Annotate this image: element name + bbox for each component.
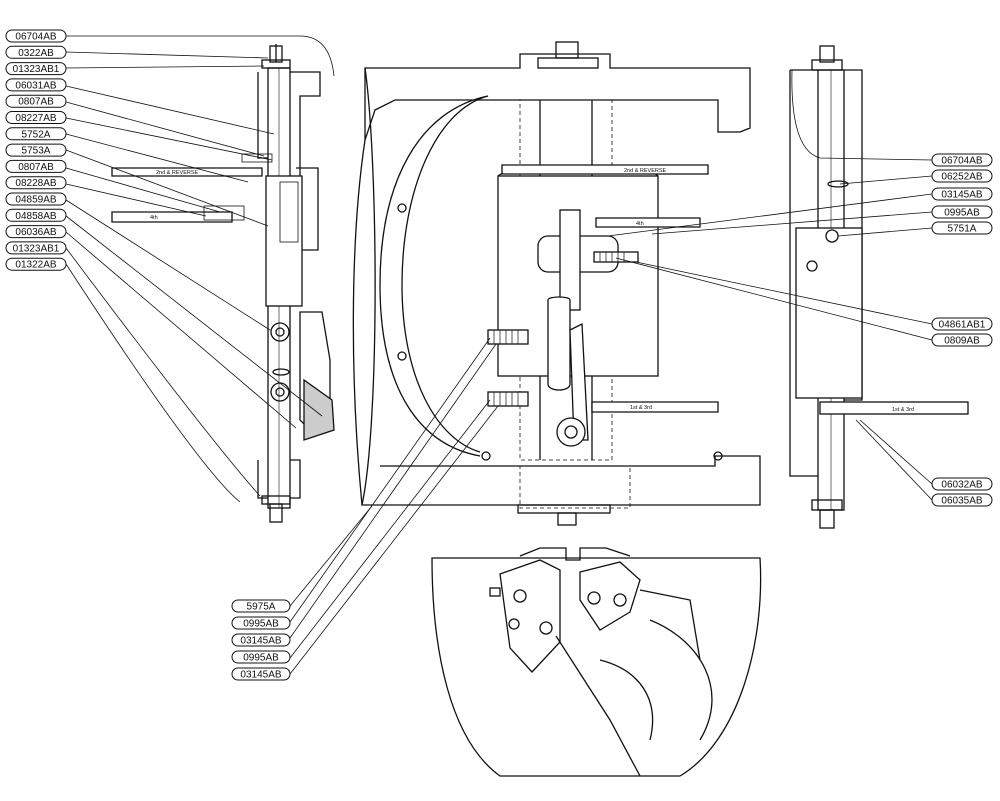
callout-tag-frame xyxy=(931,317,993,331)
callout-tag-left-14: 01322AB xyxy=(15,260,56,271)
callout-tag-frame xyxy=(5,94,67,108)
callout-tag-left-0: 06704AB xyxy=(15,32,56,43)
callout-tag-frame xyxy=(931,333,993,347)
center-rail-label-reverse: 2nd & REVERSE xyxy=(624,168,667,174)
right-rail-label-first: 1st & 3rd xyxy=(892,407,914,413)
callout-tag-frame xyxy=(5,241,67,255)
callout-tag-left-7: 5753A xyxy=(22,146,51,157)
right-callout-tags: 06704AB 06252AB 03145AB 0995AB 5751A 04861AB1… xyxy=(931,153,993,507)
callout-tag-bottom-4: 03145AB xyxy=(240,670,281,681)
left-callout-tags: 06704AB 0322AB 01323AB1 06031AB 0807AB 08227A… xyxy=(5,29,67,271)
center-rail-label-fourth: 4th xyxy=(636,221,644,227)
callout-tag-left-1: 0322AB xyxy=(18,48,54,59)
callout-tag-left-12: 06036AB xyxy=(15,227,56,238)
callout-tag-frame xyxy=(231,616,291,630)
callout-tag-frame xyxy=(931,477,993,491)
callout-tag-left-6: 5752A xyxy=(22,129,51,140)
callout-tag-right-4: 5751A xyxy=(948,224,977,235)
callout-tag-frame xyxy=(931,221,993,235)
callout-tag-left-9: 08228AB xyxy=(15,178,56,189)
callout-tag-frame xyxy=(5,176,67,190)
left-rail-label-fourth: 4th xyxy=(150,215,158,221)
leader-lines xyxy=(65,35,933,675)
center-rail-label-first: 1st & 3rd xyxy=(630,405,652,411)
callout-tag-left-3: 06031AB xyxy=(15,80,56,91)
center-housing-view: 2nd & REVERSE 4th 1st & 3rd xyxy=(352,41,761,526)
callout-tag-bottom-1: 0995AB xyxy=(243,619,279,630)
left-rail-label-reverse: 2nd & REVERSE xyxy=(156,170,199,176)
callout-tag-frame xyxy=(231,633,291,647)
callout-tag-bottom-3: 0995AB xyxy=(243,653,279,664)
callout-tag-bottom-0: 5975A xyxy=(247,602,276,613)
callout-tag-frame xyxy=(931,493,993,507)
callout-tag-frame xyxy=(5,192,67,206)
callout-tag-left-10: 04859AB xyxy=(15,195,56,206)
left-rail-view: 2nd & REVERSE 4th xyxy=(111,44,335,523)
callout-tag-right-6: 0809AB xyxy=(944,336,980,347)
callout-tag-frame xyxy=(931,169,993,183)
callout-tag-left-8: 0807AB xyxy=(18,162,54,173)
callout-tag-right-5: 04861AB1 xyxy=(939,320,986,331)
callout-tag-frame xyxy=(5,78,67,92)
callout-tag-frame xyxy=(5,127,67,141)
callout-tag-frame xyxy=(5,159,67,173)
callout-tag-frame xyxy=(231,599,291,613)
callout-tag-left-2: 01323AB1 xyxy=(13,64,60,75)
callout-tag-right-3: 0995AB xyxy=(944,208,980,219)
callout-tag-bottom-2: 03145AB xyxy=(240,636,281,647)
callout-tag-left-5: 08227AB xyxy=(15,113,56,124)
callout-tag-frame xyxy=(5,111,67,124)
callout-tag-frame xyxy=(5,225,67,239)
callout-tag-frame xyxy=(931,205,993,219)
callout-tag-frame xyxy=(5,45,67,59)
callout-tag-frame xyxy=(931,153,993,167)
callout-tag-left-11: 04858AB xyxy=(15,211,56,222)
callout-tag-frame xyxy=(5,143,67,157)
bottom-cover-view xyxy=(431,547,762,777)
callout-tag-right-8: 06035AB xyxy=(941,496,982,507)
callout-tag-right-2: 03145AB xyxy=(941,190,982,201)
callout-tag-left-13: 01323AB1 xyxy=(13,243,60,254)
callout-tag-frame xyxy=(231,650,291,664)
callout-tag-frame xyxy=(5,29,67,43)
callout-tag-right-7: 06032AB xyxy=(941,480,982,491)
callout-tag-frame xyxy=(931,187,993,201)
callout-tag-frame xyxy=(5,257,67,271)
bottom-callout-tags: 5975A 0995AB 03145AB 0995AB 03145AB xyxy=(231,599,291,681)
callout-tag-left-4: 0807AB xyxy=(18,97,54,108)
callout-tag-right-0: 06704AB xyxy=(941,156,982,167)
callout-tag-right-1: 06252AB xyxy=(941,172,982,183)
right-rail-view: 1st & 3rd xyxy=(789,45,969,529)
callout-tag-frame xyxy=(231,667,291,681)
callout-tag-frame xyxy=(5,62,67,76)
callout-tag-frame xyxy=(5,208,67,222)
